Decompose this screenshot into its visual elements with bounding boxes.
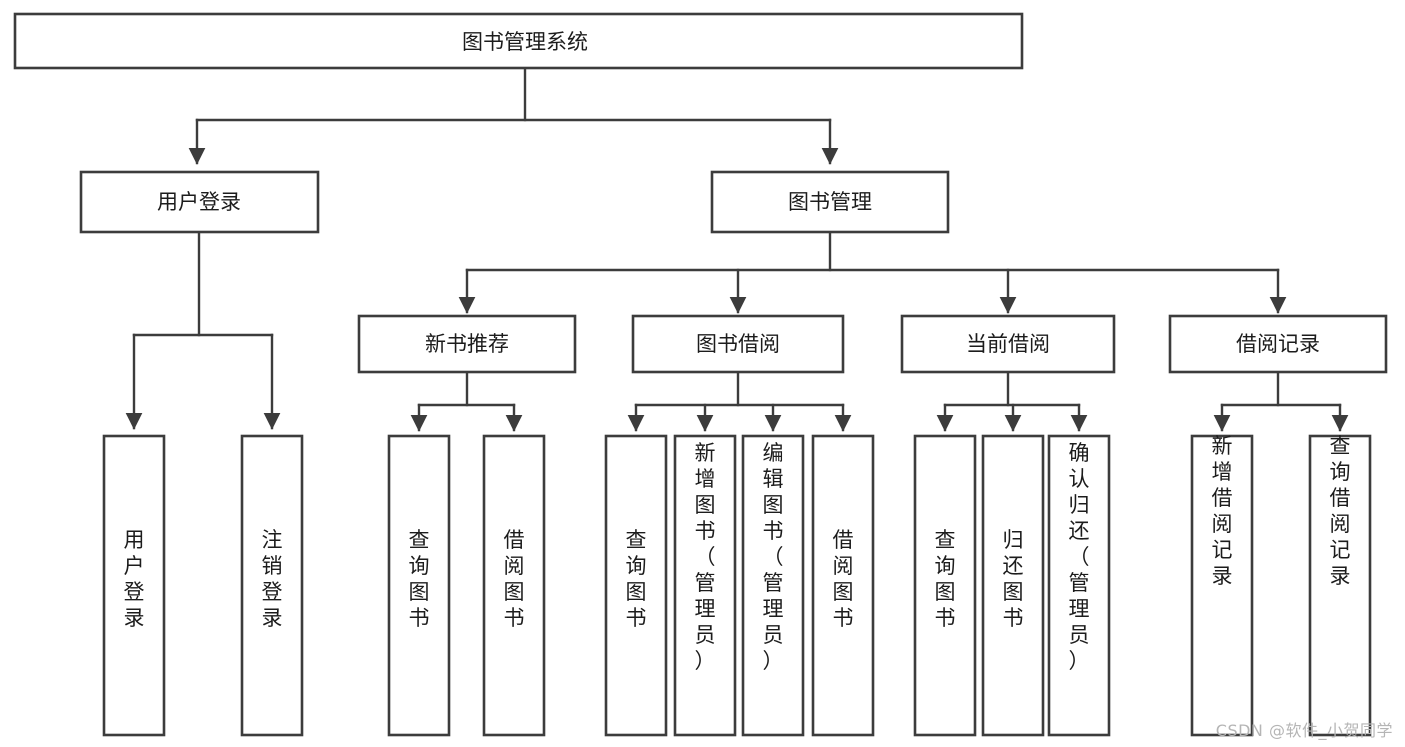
node-root-label: 图书管理系统 xyxy=(462,30,588,54)
node-book-borrow[interactable]: 图书借阅 xyxy=(631,314,845,374)
leaf-currentborrow-query-box[interactable] xyxy=(913,434,977,737)
node-current-borrow-label: 当前借阅 xyxy=(966,332,1050,356)
node-borrow-record-box[interactable] xyxy=(1168,314,1388,374)
node-book-manage[interactable]: 图书管理 xyxy=(710,170,950,234)
leaf-bookborrow-edit-label: 编辑图书（管理员） xyxy=(763,441,784,673)
leaf-currentborrow-return-label: 归还图书 xyxy=(1003,528,1024,630)
leaf-user-login-box[interactable] xyxy=(102,434,166,737)
node-book-borrow-box[interactable] xyxy=(631,314,845,374)
connector-group xyxy=(125,66,1349,432)
leaf-borrowrecord-add-label: 新增借阅记录 xyxy=(1212,434,1233,588)
leaf-node[interactable]: 注销登录 xyxy=(240,434,304,737)
leaf-node[interactable]: 查询图书 xyxy=(604,434,668,737)
node-new-book-recommend[interactable]: 新书推荐 xyxy=(357,314,577,374)
leaf-node[interactable]: 查询借阅记录 xyxy=(1308,434,1372,737)
leaf-bookborrow-borrow-label: 借阅图书 xyxy=(833,528,854,630)
node-root[interactable]: 图书管理系统 xyxy=(13,12,1024,70)
leaf-newbook-borrow-box[interactable] xyxy=(482,434,546,737)
leaf-newbook-query-label: 查询图书 xyxy=(409,528,430,630)
leaf-bookborrow-borrow-box[interactable] xyxy=(811,434,875,737)
leaf-logout-box[interactable] xyxy=(240,434,304,737)
leaf-logout-label: 注销登录 xyxy=(262,528,283,630)
leaf-bookborrow-add-label: 新增图书（管理员） xyxy=(695,441,716,673)
leaf-newbook-borrow-label: 借阅图书 xyxy=(504,528,525,630)
leaf-node[interactable]: 编辑图书（管理员） xyxy=(741,434,805,737)
leaf-node[interactable]: 归还图书 xyxy=(981,434,1045,737)
leaf-bookborrow-query-label: 查询图书 xyxy=(626,528,647,630)
node-book-manage-label: 图书管理 xyxy=(788,190,872,214)
node-borrow-record-label: 借阅记录 xyxy=(1236,332,1320,356)
node-book-manage-box[interactable] xyxy=(710,170,950,234)
leaf-user-login-label: 用户登录 xyxy=(124,528,145,630)
node-root-box[interactable] xyxy=(13,12,1024,70)
leaf-bookborrow-add-box[interactable] xyxy=(673,434,737,737)
csdn-watermark: CSDN @软件_小贺同学 xyxy=(1215,721,1393,740)
leaf-borrowrecord-query-label: 查询借阅记录 xyxy=(1330,434,1351,588)
node-new-book-recommend-box[interactable] xyxy=(357,314,577,374)
node-borrow-record[interactable]: 借阅记录 xyxy=(1168,314,1388,374)
leaf-currentborrow-confirm-box[interactable] xyxy=(1047,434,1111,737)
leaf-node[interactable]: 新增借阅记录 xyxy=(1190,434,1254,737)
node-book-borrow-label: 图书借阅 xyxy=(696,332,780,356)
node-user-login-label: 用户登录 xyxy=(157,190,241,214)
node-new-book-recommend-label: 新书推荐 xyxy=(425,332,509,356)
node-current-borrow[interactable]: 当前借阅 xyxy=(900,314,1116,374)
leaf-node[interactable]: 借阅图书 xyxy=(811,434,875,737)
node-user-login-box[interactable] xyxy=(79,170,320,234)
leaf-node[interactable]: 确认归还（管理员） xyxy=(1047,434,1111,737)
leaf-node[interactable]: 新增图书（管理员） xyxy=(673,434,737,737)
leaf-currentborrow-confirm-label: 确认归还（管理员） xyxy=(1069,441,1090,673)
node-user-login[interactable]: 用户登录 xyxy=(79,170,320,234)
leaf-bookborrow-query-box[interactable] xyxy=(604,434,668,737)
leaf-bookborrow-edit-box[interactable] xyxy=(741,434,805,737)
leaf-node[interactable]: 查询图书 xyxy=(913,434,977,737)
leaf-borrowrecord-query-box[interactable] xyxy=(1308,434,1372,737)
leaf-node[interactable]: 查询图书 xyxy=(387,434,451,737)
leaf-node[interactable]: 用户登录 xyxy=(102,434,166,737)
leaf-borrowrecord-add-box[interactable] xyxy=(1190,434,1254,737)
leaf-currentborrow-query-label: 查询图书 xyxy=(935,528,956,630)
leaf-node[interactable]: 借阅图书 xyxy=(482,434,546,737)
leaf-newbook-query-box[interactable] xyxy=(387,434,451,737)
node-current-borrow-box[interactable] xyxy=(900,314,1116,374)
leaf-currentborrow-return-box[interactable] xyxy=(981,434,1045,737)
